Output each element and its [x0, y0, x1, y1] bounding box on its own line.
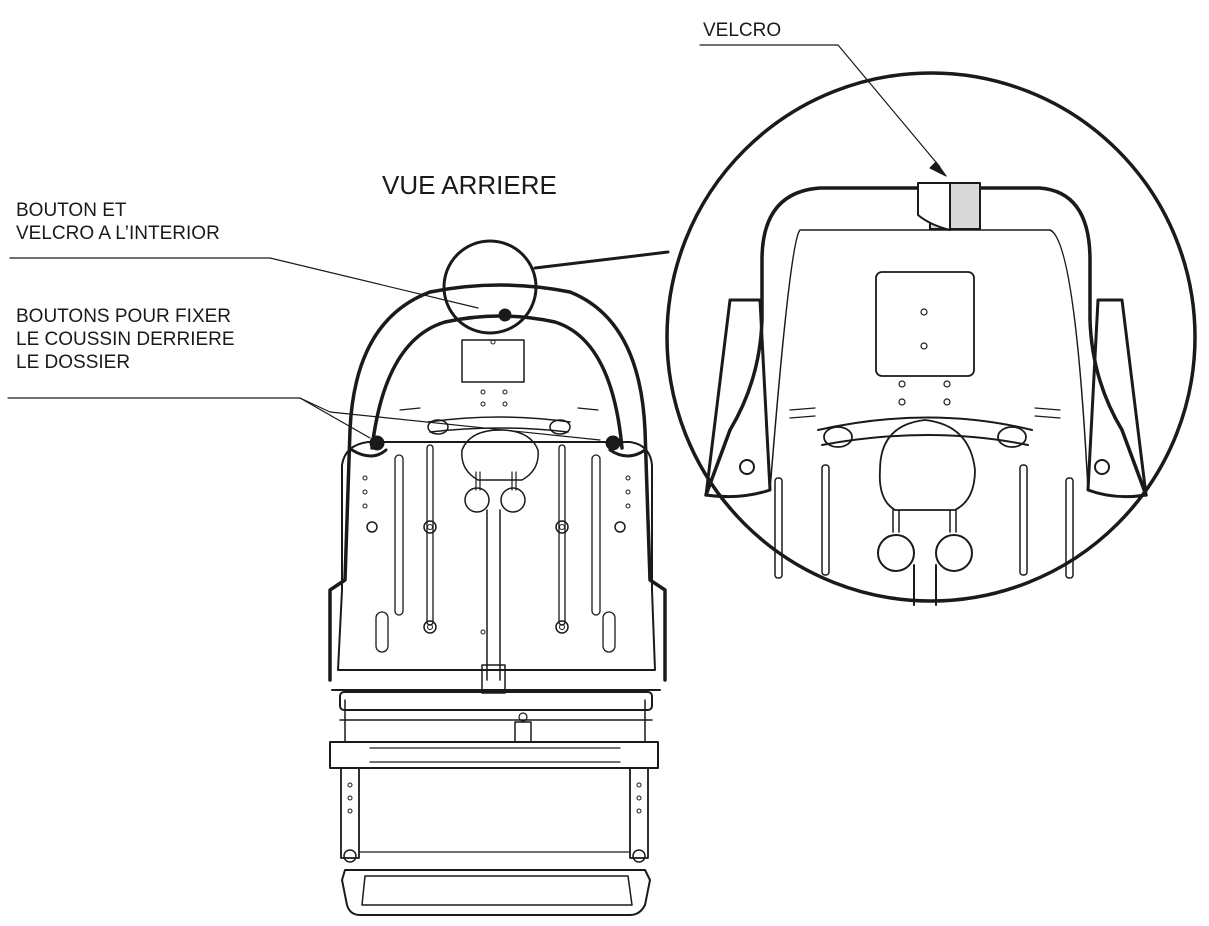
label-boutons-line-3: LE DOSSIER — [16, 352, 131, 373]
zoomed-detail — [665, 71, 1197, 606]
label-boutons-pour-fixer: BOUTONS POUR FIXER LE COUSSIN DERRIERE L… — [16, 307, 235, 376]
label-boutons-line-2: LE COUSSIN DERRIERE — [16, 329, 235, 350]
label-bouton-et-velcro: BOUTON ET VELCRO A L’INTERIOR — [16, 201, 220, 247]
label-bouton-line-1: BOUTON ET — [16, 200, 127, 221]
seat-rear-view — [328, 283, 667, 916]
label-boutons-line-1: BOUTONS POUR FIXER — [16, 306, 232, 327]
diagram-title: VUE ARRIERE — [382, 170, 557, 200]
label-velcro: VELCRO — [703, 20, 782, 41]
label-bouton-line-2: VELCRO A L’INTERIOR — [16, 223, 220, 244]
detail-connector-line — [533, 250, 670, 270]
detail-circle-small — [442, 239, 538, 335]
leader-lines — [7, 44, 947, 441]
